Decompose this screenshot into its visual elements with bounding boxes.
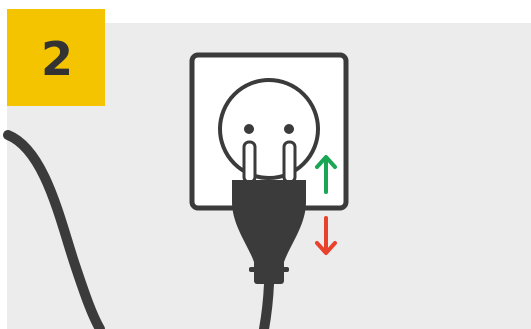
arrow-down-icon [317, 218, 335, 253]
power-plug-icon [232, 180, 306, 329]
power-cable-icon [8, 135, 100, 329]
step-number: 2 [41, 36, 73, 82]
step-badge: 2 [7, 9, 105, 106]
